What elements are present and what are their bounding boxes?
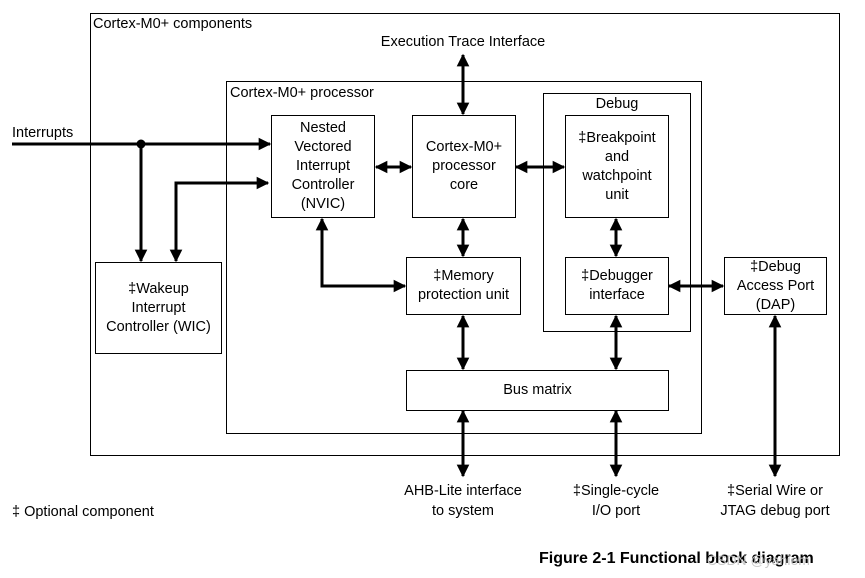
interrupts-junction-dot: [136, 139, 146, 149]
bus-matrix-block: Bus matrix: [406, 370, 669, 411]
watermark: CSDN @yahiem: [707, 552, 810, 568]
processor-core-block: Cortex-M0+ processor core: [412, 115, 516, 218]
serial-wire-label: ‡Serial Wire or JTAG debug port: [720, 483, 830, 519]
mpu-block: ‡Memory protection unit: [406, 257, 521, 315]
optional-component-note: ‡ Optional component: [12, 504, 154, 520]
nvic-to-wic-connector: [169, 176, 270, 263]
dap-label: ‡Debug Access Port (DAP): [736, 258, 815, 313]
debug-container: Debug: [543, 93, 691, 332]
nvic-label: Nested Vectored Interrupt Controller (NV…: [291, 120, 355, 212]
breakpoint-unit-block: ‡Breakpoint and watchpoint unit: [565, 115, 669, 218]
components-title: Cortex-M0+ components: [93, 16, 253, 32]
interrupts-label: Interrupts: [12, 125, 74, 141]
dap-block: ‡Debug Access Port (DAP): [724, 257, 827, 315]
figure-caption: Figure 2-1 Functional block diagram: [539, 550, 814, 567]
io-port-label: ‡Single-cycle I/O port: [572, 483, 660, 519]
ahb-lite-label: AHB-Lite interface to system: [404, 483, 522, 519]
components-container: Cortex-M0+ components: [90, 13, 840, 456]
processor-container: Cortex-M0+ processor: [226, 81, 702, 434]
debugger-interface-block: ‡Debugger interface: [565, 257, 669, 315]
processor-core-label: Cortex-M0+ processor core: [425, 139, 503, 193]
nvic-block: Nested Vectored Interrupt Controller (NV…: [271, 115, 375, 218]
mpu-label: ‡Memory protection unit: [417, 268, 510, 303]
breakpoint-unit-label: ‡Breakpoint and watchpoint unit: [578, 129, 656, 203]
bus-matrix-label: Bus matrix: [503, 382, 572, 398]
wic-label: ‡Wakeup Interrupt Controller (WIC): [106, 280, 211, 335]
nvic-mpu-connector: [315, 217, 407, 293]
wic-block: ‡Wakeup Interrupt Controller (WIC): [95, 262, 222, 354]
processor-title: Cortex-M0+ processor: [230, 85, 374, 101]
debugger-interface-label: ‡Debugger interface: [581, 268, 653, 303]
execution-trace-label: Execution Trace Interface: [380, 34, 546, 50]
debug-title: Debug: [595, 96, 639, 112]
